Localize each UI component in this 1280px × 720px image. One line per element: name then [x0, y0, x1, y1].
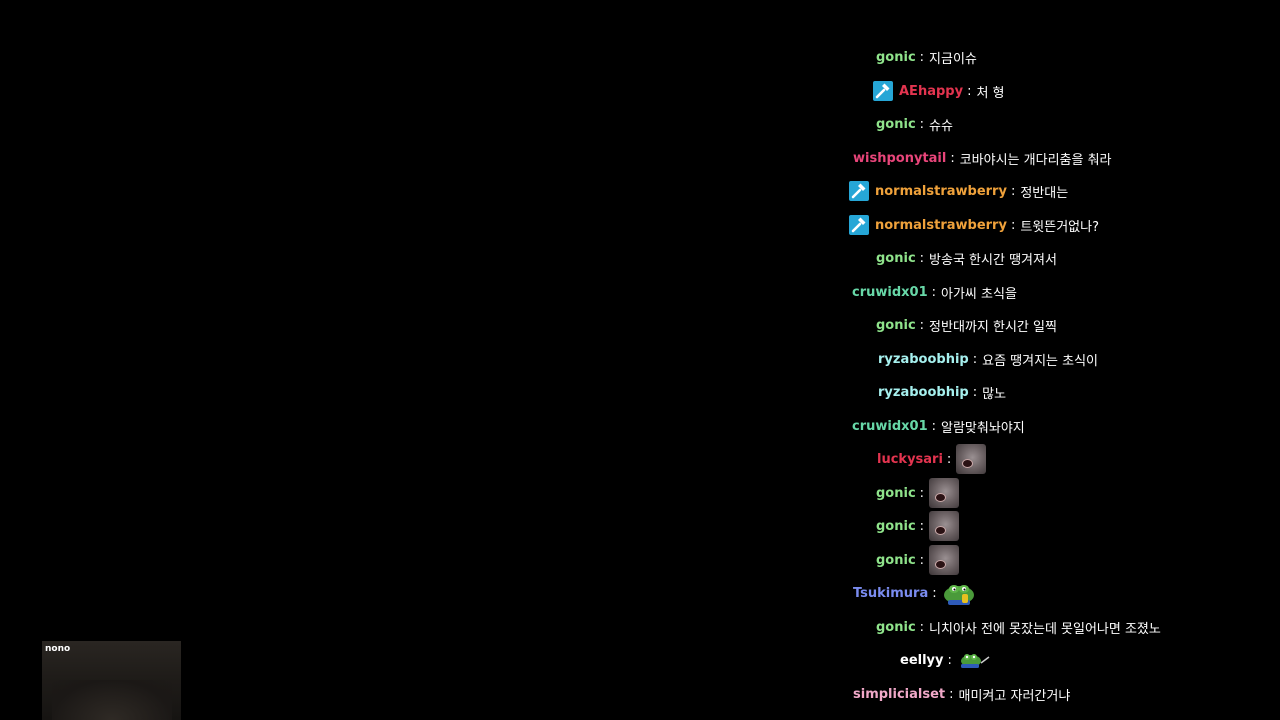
chat-line: gonic : 니치아사 전에 못잤는데 못일어나면 조졌노	[876, 610, 1161, 644]
chat-message: 처 형	[976, 85, 1005, 101]
chat-nickname: AEhappy	[899, 83, 964, 99]
chat-message: 알람맞춰놔야지	[941, 420, 1025, 436]
webcam-logo: nono	[45, 644, 71, 654]
screaming-face-emote	[956, 444, 987, 474]
chat-line: gonic : 방송국 한시간 땡겨져서	[876, 241, 1057, 275]
chat-nickname: ryzaboobhip	[878, 351, 969, 367]
webcam-overlay: nono	[42, 641, 181, 720]
chat-separator: :	[919, 619, 925, 635]
chat-nickname: ryzaboobhip	[878, 384, 969, 400]
chat-separator: :	[919, 250, 925, 266]
chat-nickname: normalstrawberry	[875, 183, 1007, 199]
screaming-face-emote	[929, 511, 960, 541]
chat-line: simplicialset : 매미켜고 자러간거냐	[853, 677, 1070, 711]
chat-message: 많노	[982, 386, 1007, 402]
chat-separator: :	[949, 686, 954, 702]
chat-message: 요즘 땡겨지는 초식이	[982, 353, 1099, 369]
chat-line: gonic :	[876, 476, 960, 510]
chat-nickname: gonic	[876, 552, 916, 568]
chat-message: 지금이슈	[929, 51, 977, 67]
chat-message: 정반대는	[1020, 185, 1069, 201]
chat-line: gonic :	[876, 543, 960, 577]
chat-nickname: wishponytail	[853, 150, 947, 166]
chat-nickname: simplicialset	[853, 686, 946, 702]
chat-nickname: cruwidx01	[852, 284, 928, 300]
chat-line: normalstrawberry : 정반대는	[849, 174, 1068, 208]
chat-separator: :	[919, 317, 925, 333]
chat-nickname: gonic	[876, 518, 916, 534]
chat-separator: :	[972, 351, 978, 367]
chat-message: 정반대까지 한시간 일찍	[929, 319, 1057, 335]
chat-line: gonic :	[876, 509, 960, 543]
chat-line: gonic : 슈슈	[876, 107, 953, 141]
chat-separator: :	[947, 652, 952, 668]
moderator-icon	[873, 81, 893, 101]
chat-nickname: gonic	[876, 317, 916, 333]
chat-line: gonic : 지금이슈	[876, 40, 977, 74]
chat-line: cruwidx01 : 알람맞춰놔야지	[852, 409, 1025, 443]
chat-nickname: Tsukimura	[853, 585, 929, 601]
chat-nickname: eellyy	[900, 652, 944, 668]
chat-line: gonic : 정반대까지 한시간 일찍	[876, 308, 1057, 342]
chat-nickname: gonic	[876, 250, 916, 266]
chat-message: 슈슈	[929, 118, 953, 134]
chat-nickname: gonic	[876, 619, 916, 635]
pepe-small-emote	[957, 651, 991, 669]
chat-line: AEhappy : 처 형	[873, 74, 1005, 108]
chat-separator: :	[931, 284, 937, 300]
chat-line: ryzaboobhip : 많노	[878, 375, 1006, 409]
chat-message: 니치아사 전에 못잤는데 못일어나면 조졌노	[929, 621, 1161, 637]
chat-nickname: cruwidx01	[852, 418, 928, 434]
chat-overlay: gonic : 지금이슈 AEhappy : 처 형 gonic : 슈슈 wi…	[845, 40, 1265, 720]
chat-separator: :	[972, 384, 978, 400]
chat-message: 아가씨 초식을	[941, 286, 1017, 302]
chat-separator: :	[919, 552, 925, 568]
chat-separator: :	[946, 451, 952, 467]
chat-message: 매미켜고 자러간거냐	[958, 688, 1071, 704]
chat-nickname: gonic	[876, 49, 916, 65]
chat-line: normalstrawberry : 트윗뜬거없나?	[849, 208, 1099, 242]
chat-line: luckysari :	[877, 442, 987, 476]
chat-separator: :	[950, 150, 955, 166]
chat-nickname: gonic	[876, 485, 916, 501]
chat-nickname: normalstrawberry	[875, 217, 1007, 233]
chat-message: 코바야시는 개다리춤을 춰라	[959, 152, 1112, 168]
chat-line: cruwidx01 : 아가씨 초식을	[852, 275, 1017, 309]
chat-separator: :	[1010, 183, 1016, 199]
chat-message: 트윗뜬거없나?	[1020, 219, 1099, 235]
screaming-face-emote	[929, 545, 960, 575]
chat-separator: :	[967, 83, 972, 99]
screaming-face-emote	[929, 478, 960, 508]
chat-nickname: gonic	[876, 116, 916, 132]
chat-separator: :	[931, 418, 937, 434]
chat-separator: :	[919, 485, 925, 501]
chat-line: wishponytail : 코바야시는 개다리춤을 춰라	[853, 141, 1112, 175]
chat-nickname: luckysari	[877, 451, 943, 467]
chat-message: 방송국 한시간 땡겨져서	[929, 252, 1057, 268]
chat-line: Tsukimura :	[853, 576, 976, 610]
chat-separator: :	[919, 518, 925, 534]
chat-line: eellyy :	[900, 643, 991, 677]
moderator-icon	[849, 215, 869, 235]
webcam-feed-image	[52, 680, 172, 720]
chat-line: ryzaboobhip : 요즘 땡겨지는 초식이	[878, 342, 1098, 376]
moderator-icon	[849, 181, 869, 201]
chat-separator: :	[1010, 217, 1016, 233]
chat-separator: :	[919, 116, 925, 132]
pepe-frog-emote	[942, 580, 976, 606]
chat-separator: :	[919, 49, 925, 65]
chat-separator: :	[932, 585, 937, 601]
